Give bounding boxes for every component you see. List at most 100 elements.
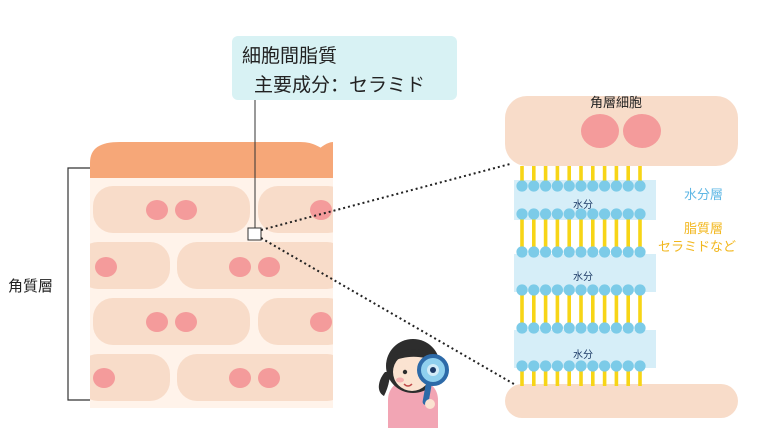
lipid-tail [532,166,536,186]
lipid-head [551,322,564,334]
lipid-head [599,284,611,296]
lipid-head [551,208,564,220]
lipid-tail [543,214,548,252]
lipid-head [575,180,587,192]
corneocyte-label: 角層細胞 [590,96,643,111]
zoom-line-bottom [260,237,515,385]
lipid-tail [638,366,642,386]
lipid-tail [638,166,642,186]
lipid-tail [567,366,571,386]
corneocyte [93,186,250,233]
lipid-head [610,180,623,192]
lipid-tail [567,214,571,252]
lipid-head [540,360,552,372]
lipid-head [587,180,599,192]
lipid-head [622,246,634,258]
lipid-head [587,322,599,334]
lipid-head [540,284,552,296]
corneocyte [78,242,170,289]
lipid-head [528,208,540,220]
lipid-tail [520,290,524,328]
magnified-view [505,96,738,418]
lipid-layer-label: 脂質層 [684,222,724,237]
lipid-tail [626,214,630,252]
lipid-head [563,246,575,258]
lipid-tail [614,290,619,328]
lipid-head [622,284,634,296]
lipid-head [551,284,564,296]
lipid-tail [579,214,583,252]
lipid-head [634,284,646,296]
lipid-head [610,322,623,334]
lipid-tail [591,290,595,328]
lipid-head [540,208,552,220]
lipid-tail [543,166,548,186]
lipid-tail [520,166,524,186]
lipid-head [610,246,623,258]
lipid-tail [614,214,619,252]
lipid-head [587,208,599,220]
lipid-head [599,246,611,258]
lipid-head [563,284,575,296]
callout-subtitle: 主要成分：セラミド [254,74,426,96]
nucleus [581,114,619,148]
lipid-head [587,360,599,372]
lipid-tail [602,290,607,328]
corneocyte-bottom [505,384,738,418]
nucleus [623,114,661,148]
nuclei [93,200,332,388]
lipid-tail [520,214,524,252]
lipid-head [622,180,634,192]
lipid-tail [638,214,642,252]
lipid-head [622,208,634,220]
lipid-head [563,180,575,192]
lipid-head [599,180,611,192]
stratum-corneum-label: 角質層 [8,277,54,295]
corneocyte-top [505,96,738,166]
skin-surface-layer [90,142,333,178]
lipid-head [516,208,528,220]
water-band [514,330,656,368]
lipid-tail [555,290,560,328]
lipid-head [563,360,575,372]
lipid-tail [555,214,560,252]
stratum-bracket [67,167,90,401]
lipid-tail [532,214,536,252]
lipid-tail [626,290,630,328]
lipid-head [599,208,611,220]
lipid-head [622,322,634,334]
corneocyte [258,298,348,345]
lipid-head [528,246,540,258]
lipid-tail [614,166,619,186]
lipid-head [575,246,587,258]
lipid-tail [555,366,560,386]
lipid-head [634,322,646,334]
lipid-head [516,322,528,334]
lipid-head [575,360,587,372]
lipid-tail [626,366,630,386]
lipid-tail [579,166,583,186]
lipid-tail [626,166,630,186]
lipid-head [516,360,528,372]
callout-title: 細胞間脂質 [242,45,338,67]
lipid-head [634,208,646,220]
lipid-tail [532,290,536,328]
lipid-head [587,246,599,258]
lipid-head [575,322,587,334]
lipid-head [528,180,540,192]
lipid-tail [591,366,595,386]
lipid-tail [591,166,595,186]
lipid-tail [591,214,595,252]
lipid-tail [638,290,642,328]
lipid-head [599,322,611,334]
lipid-head [540,180,552,192]
lipid-head [610,360,623,372]
lipid-head [575,208,587,220]
corneocyte [258,186,348,233]
corneocyte [78,354,170,401]
lipid-head [540,322,552,334]
lipid-head [575,284,587,296]
lipid-tail [602,166,607,186]
lipid-lamellae [514,166,656,386]
